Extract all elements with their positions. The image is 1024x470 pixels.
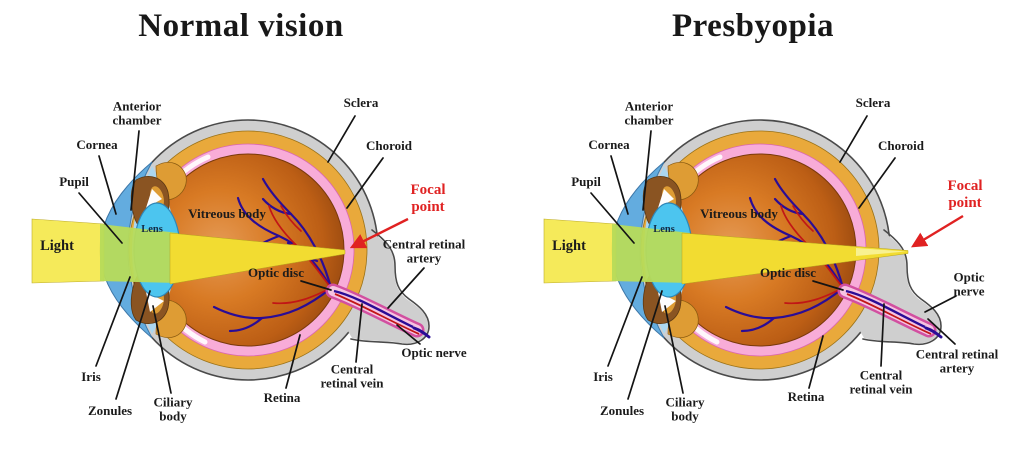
light-beam-normal [31,218,346,285]
label-retina-right: Retina [787,388,825,404]
label-cornea-left: Cornea [76,136,118,152]
label-optic-disc-left: Optic disc [248,264,304,280]
label-sclera-right: Sclera [855,94,891,110]
label-focal-point-right: Focal point [947,177,983,211]
focal-point-arrow [349,217,409,249]
light-beam-presbyopia [543,218,909,285]
label-central-retinal-vein-right: Central retinal vein [849,367,913,397]
normal-vision-illustration [31,0,512,400]
focal-point-arrow [910,214,964,248]
label-vitreous-body-left: Vitreous body [188,205,266,221]
label-ciliary-body-right: Ciliary body [665,394,705,424]
label-iris-left: Iris [81,368,101,384]
presbyopia-illustration [543,0,964,400]
label-light-left: Light [40,238,74,255]
label-optic-disc-right: Optic disc [760,264,816,280]
label-cornea-right: Cornea [588,136,630,152]
label-zonules-left: Zonules [87,402,133,418]
label-zonules-right: Zonules [599,402,645,418]
label-vitreous-body-right: Vitreous body [700,205,778,221]
label-central-retinal-artery-right: Central retinal artery [915,346,999,376]
label-choroid-right: Choroid [878,137,924,153]
label-ciliary-body-left: Ciliary body [153,394,193,424]
label-pupil-right: Pupil [571,173,601,189]
label-lens-right: Lens [653,224,675,236]
label-light-right: Light [552,238,586,255]
label-sclera-left: Sclera [343,94,379,110]
label-optic-nerve-right: Optic nerve [953,269,985,299]
title-presbyopia: Presbyopia [671,8,835,44]
label-lens-left: Lens [141,224,163,236]
label-pupil-left: Pupil [59,173,89,189]
label-optic-nerve-left: Optic nerve [401,344,467,360]
label-focal-point-left: Focal point [410,181,446,215]
label-anterior-chamber-right: Anterior chamber [624,98,674,128]
label-central-retinal-artery-left: Central retinal artery [382,236,466,266]
leader-lines-right [808,295,957,389]
leader-lines-left [285,267,425,389]
title-normal-vision: Normal vision [138,8,344,44]
label-anterior-chamber-left: Anterior chamber [112,98,162,128]
label-retina-left: Retina [263,389,301,405]
label-central-retinal-vein-left: Central retinal vein [320,361,384,391]
label-choroid-left: Choroid [366,137,412,153]
label-iris-right: Iris [593,368,613,384]
